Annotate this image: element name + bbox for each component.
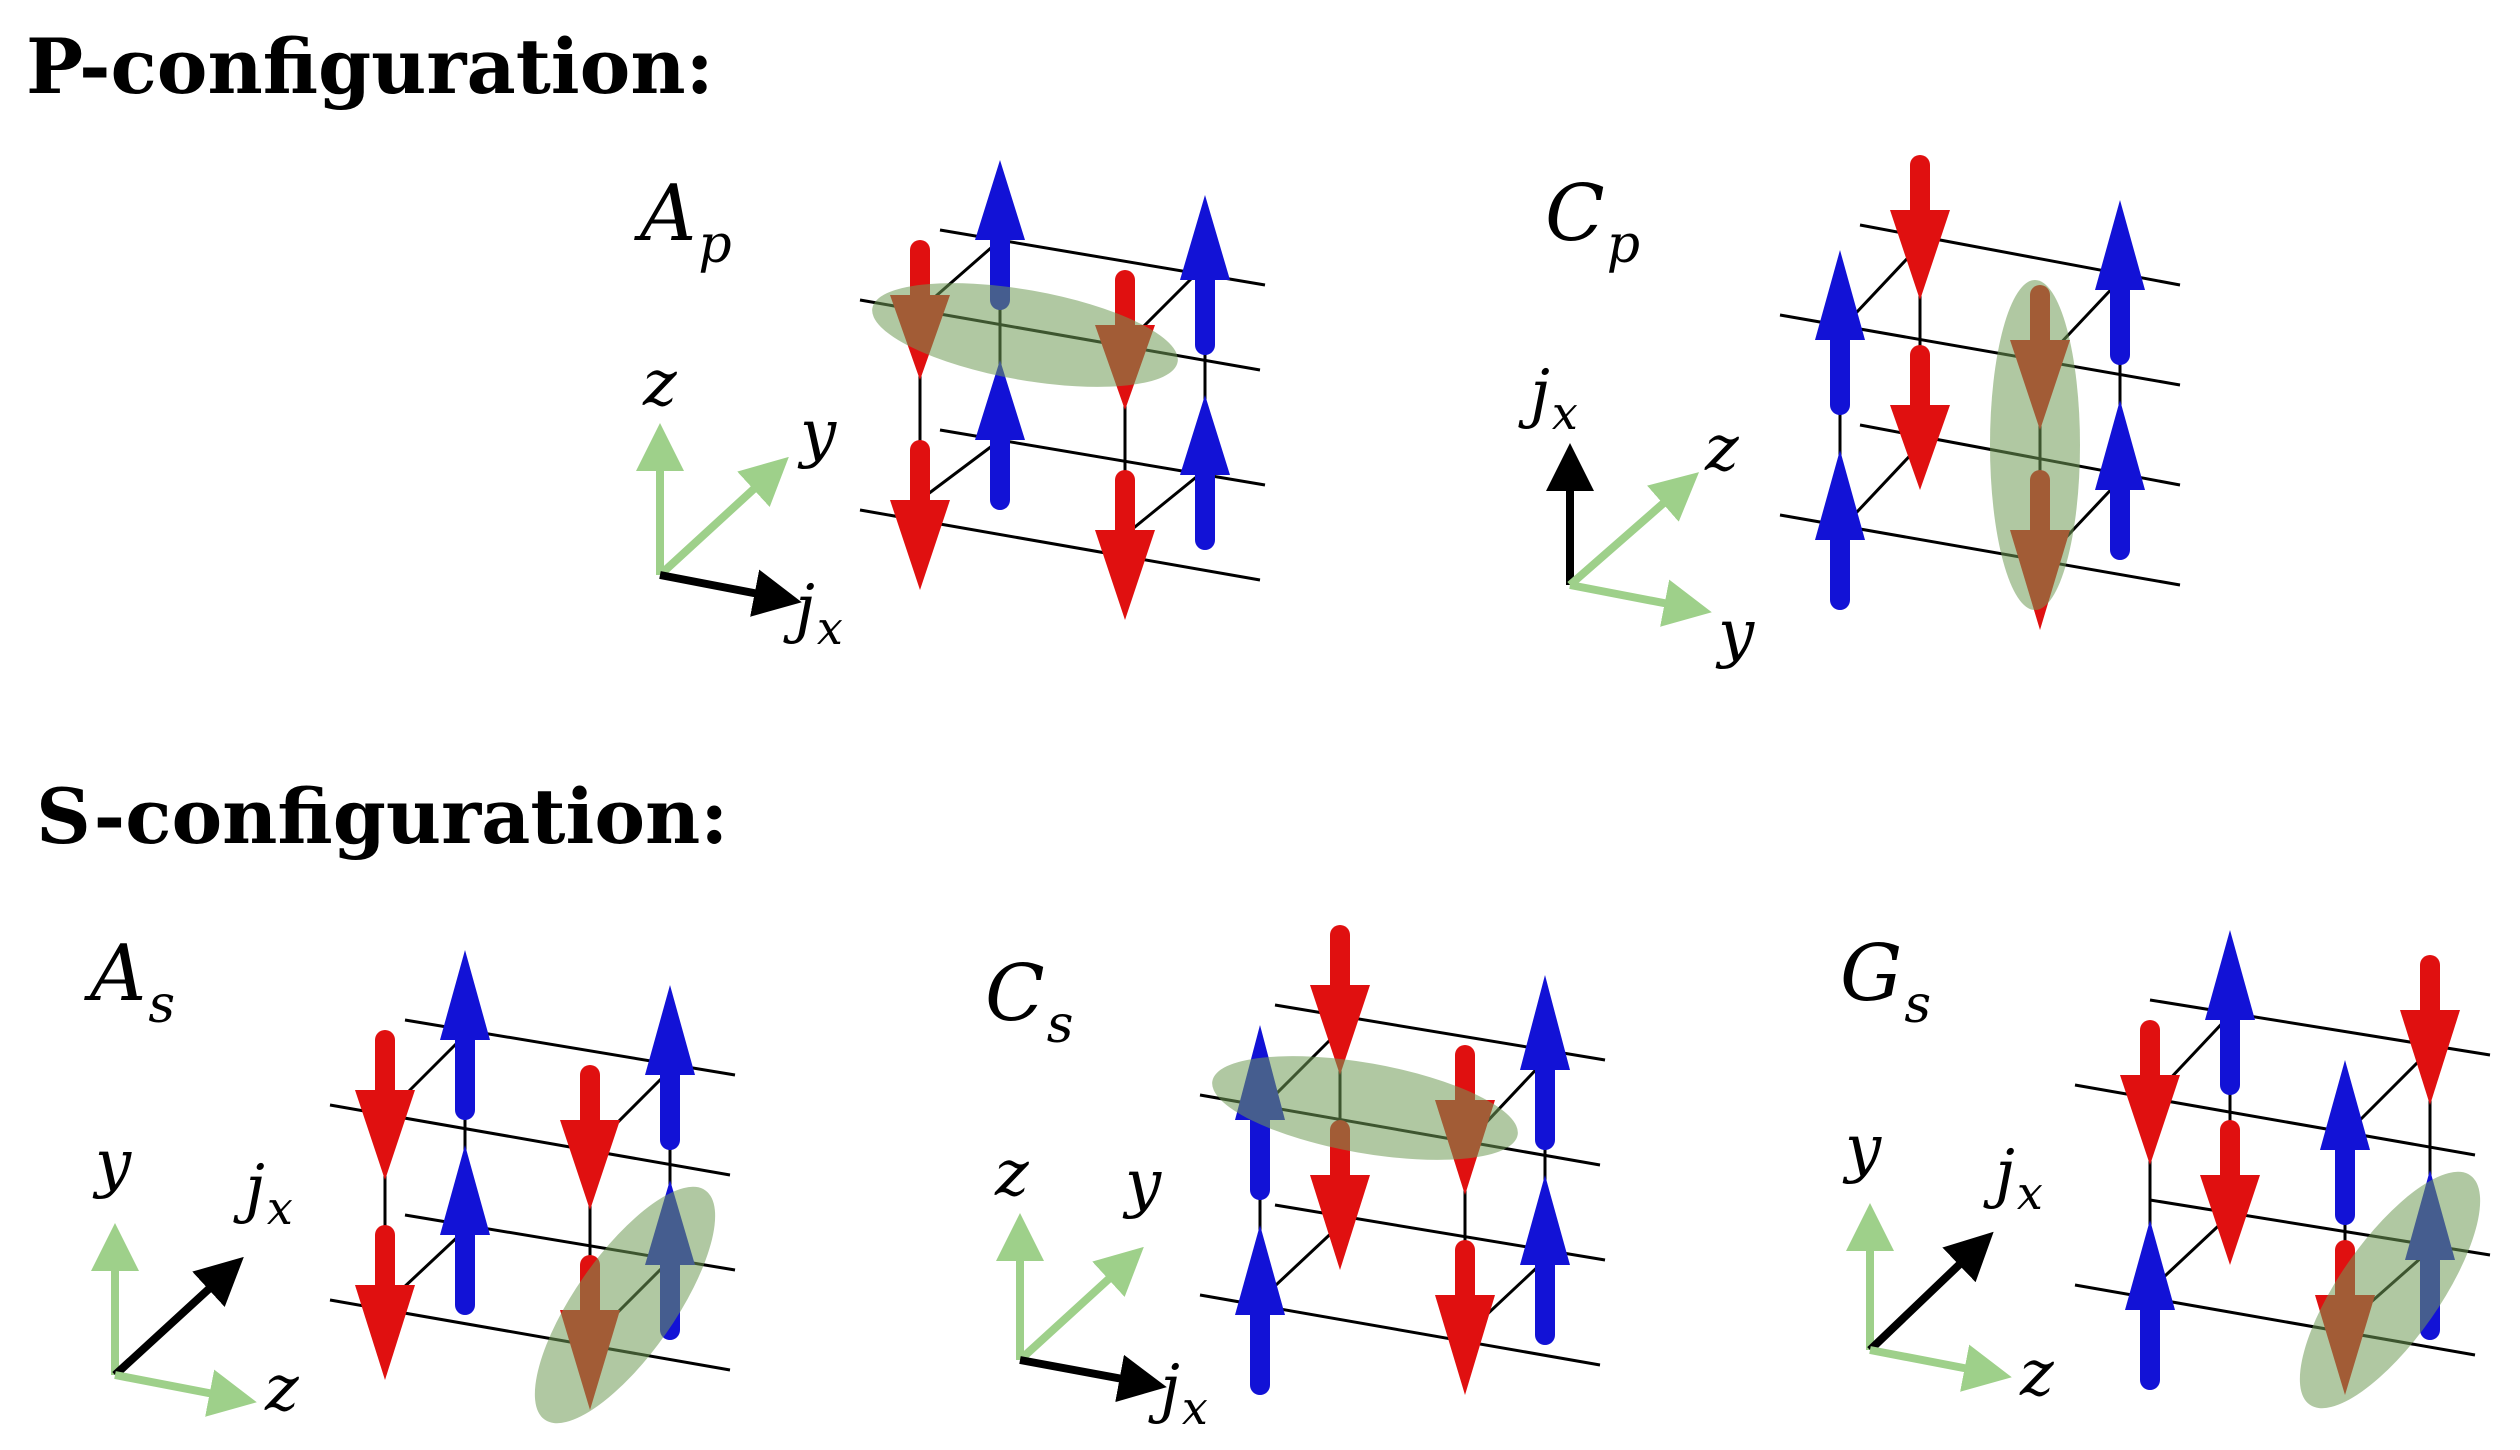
panel-cs-spin-up-3 <box>1520 975 1570 1150</box>
panel-gs-spin-up-2 <box>2320 1060 2370 1225</box>
panel-ap-spin-up-3 <box>975 360 1025 510</box>
panel-cp-axis-y-label: y <box>1715 597 1755 671</box>
panel-gs-axes: y jx z <box>1842 1112 2055 1411</box>
panel-cp: Cp jx z y <box>1518 155 2181 671</box>
panel-cs-axis-y-label: y <box>1122 1147 1162 1221</box>
panel-as-spin-up-1 <box>440 950 490 1120</box>
panel-ap-spin-up-4 <box>1180 395 1230 550</box>
panel-as-spin-down-3 <box>355 1225 415 1380</box>
panel-cs: Cs z y jx <box>985 925 1606 1435</box>
panel-ap-highlight <box>872 283 1178 387</box>
panel-gs-highlight <box>2299 1171 2481 1409</box>
panel-ap-spin-up-2 <box>1180 195 1230 355</box>
panel-as: As y jx z <box>84 929 736 1426</box>
panel-as-axes: y jx z <box>91 1127 300 1426</box>
panel-cp-axis-z-label: z <box>1704 412 1740 486</box>
panel-ap: Ap z y jx <box>634 160 1266 655</box>
panel-ap-axis-jx-label: jx <box>783 572 843 655</box>
panel-cs-axis-jx-label: jx <box>1148 1352 1208 1435</box>
panel-cs-spin-down-4 <box>1435 1240 1495 1395</box>
panel-gs-axis-z-label: z <box>2019 1337 2055 1411</box>
panel-gs-spin-down-3 <box>2200 1120 2260 1265</box>
panel-cp-spin-up-4 <box>2095 400 2145 560</box>
panel-ap-spin-down-3 <box>890 440 950 590</box>
panel-ap-label: Ap <box>634 169 732 275</box>
panel-gs-spin-up-3 <box>2125 1220 2175 1390</box>
panel-ap-spin-down-4 <box>1095 470 1155 620</box>
panel-cp-spin-up-2 <box>1815 450 1865 610</box>
panel-as-spin-up-2 <box>645 985 695 1150</box>
panel-as-axis-z-label: z <box>264 1352 300 1426</box>
panel-cs-axis-z-label: z <box>994 1137 1030 1211</box>
panel-cs-spin-up-2 <box>1235 1225 1285 1395</box>
panel-as-spin-down-2 <box>560 1065 620 1210</box>
panel-cp-axes: jx z y <box>1518 357 1755 671</box>
panel-gs-axis-jx-label: jx <box>1983 1137 2043 1220</box>
panel-gs-label: Gs <box>1840 929 1931 1035</box>
panel-gs-spin-up-1 <box>2205 930 2255 1095</box>
panel-gs-axis-y-label: y <box>1842 1112 1882 1186</box>
panel-gs-spin-down-2 <box>2400 955 2460 1105</box>
panel-cs-highlight <box>1212 1056 1518 1160</box>
panel-ap-axis-y-label: y <box>797 397 837 471</box>
panel-cp-highlight <box>1990 280 2080 610</box>
panel-cs-spin-down-1 <box>1310 925 1370 1075</box>
panel-cs-label: Cs <box>985 949 1073 1055</box>
panel-ap-axis-z-label: z <box>642 347 678 421</box>
s-configuration-title: S-configuration: <box>36 772 729 861</box>
panel-cs-axes: z y jx <box>994 1137 1208 1435</box>
panel-as-label: As <box>84 929 175 1035</box>
panel-cp-spin-up-3 <box>2095 200 2145 365</box>
panel-cp-axis-jx-label: jx <box>1518 357 1578 440</box>
panel-as-spin-down-1 <box>355 1030 415 1180</box>
panel-cp-spin-up-1 <box>1815 250 1865 415</box>
panel-cp-spin-down-1 <box>1890 155 1950 300</box>
panel-as-axis-jx-label: jx <box>233 1152 293 1235</box>
panel-cs-spin-up-4 <box>1520 1175 1570 1345</box>
p-configuration-title: P-configuration: <box>26 22 714 111</box>
panel-gs-spin-down-1 <box>2120 1020 2180 1165</box>
panel-ap-axes: z y jx <box>636 347 843 655</box>
panel-cp-label: Cp <box>1545 169 1640 275</box>
panel-as-axis-y-label: y <box>92 1127 132 1201</box>
panel-gs: Gs y jx z <box>1840 929 2491 1411</box>
panel-cp-spin-down-2 <box>1890 345 1950 490</box>
panel-as-highlight <box>534 1186 716 1424</box>
panel-as-spin-up-3 <box>440 1145 490 1315</box>
